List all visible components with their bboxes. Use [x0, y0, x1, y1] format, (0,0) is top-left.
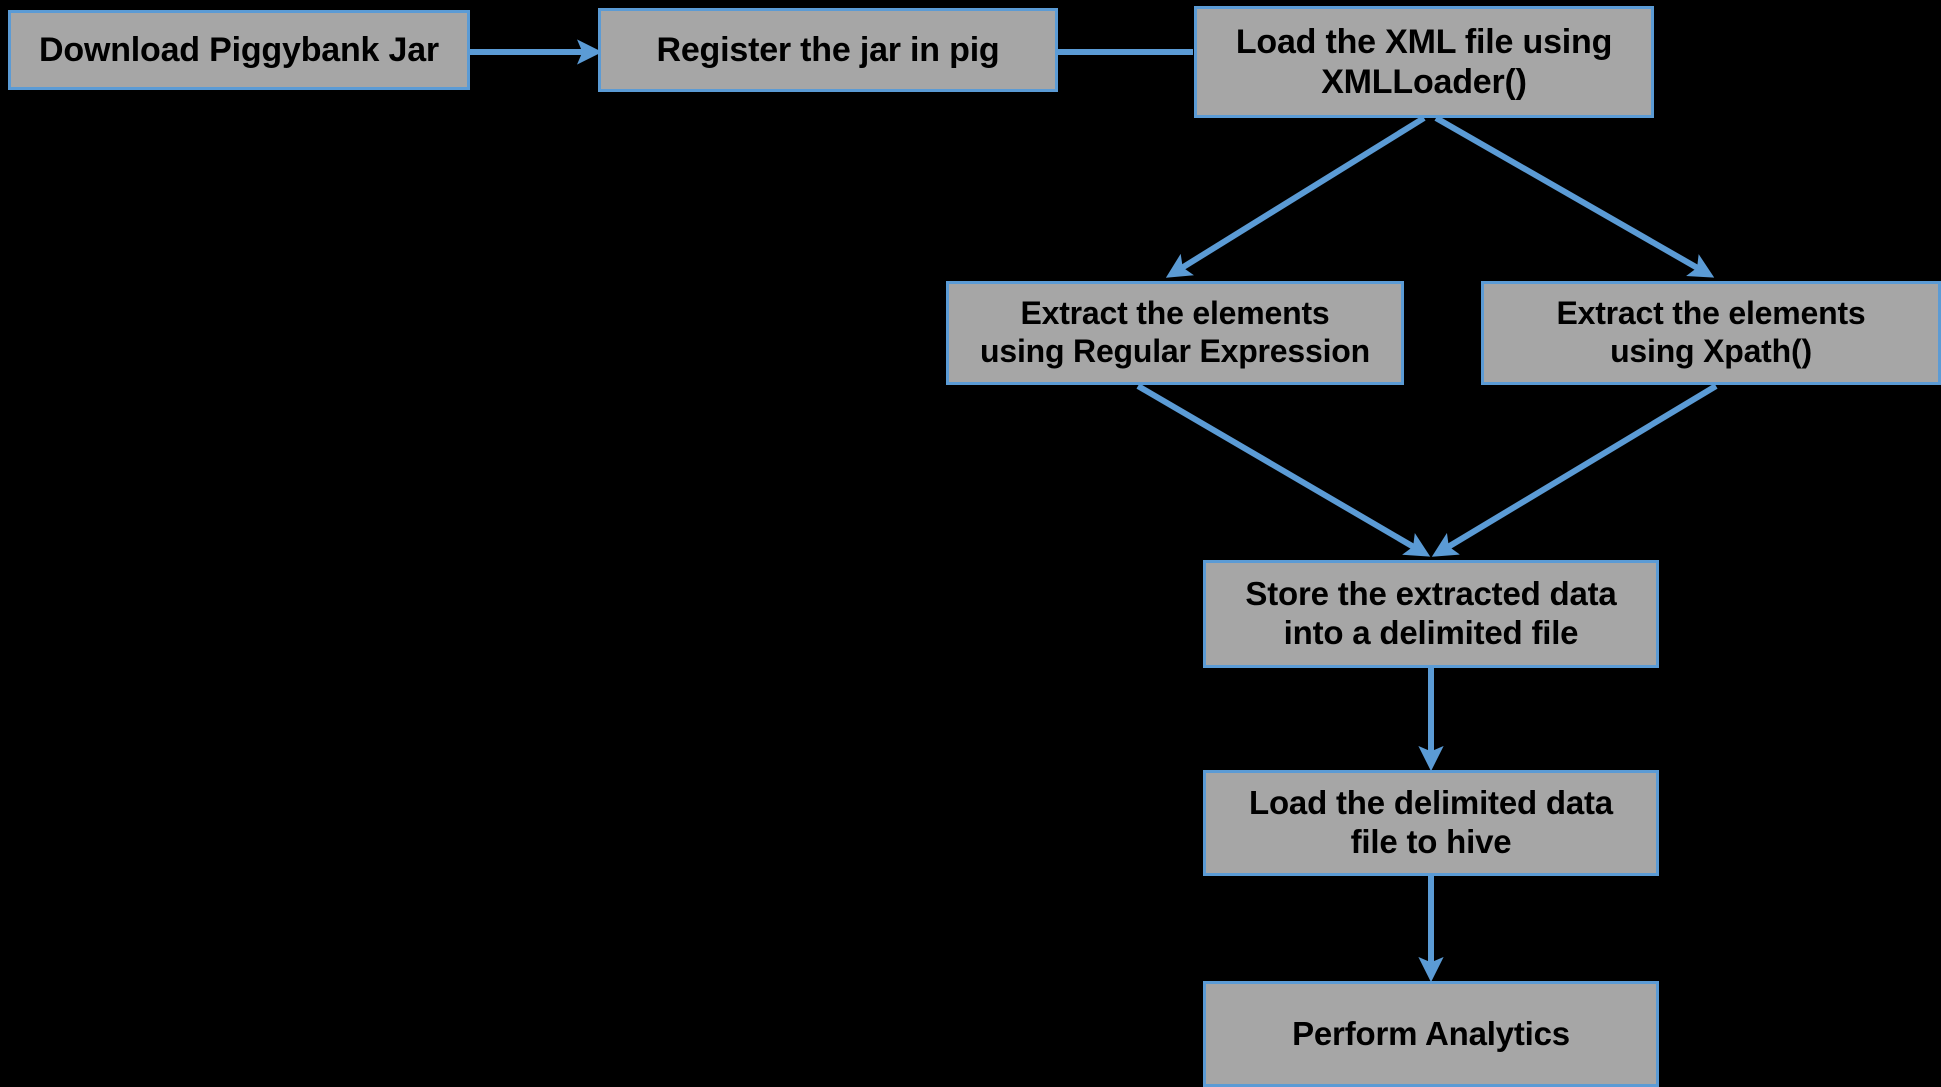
edge-loadxml-to-regex: [1165, 115, 1426, 278]
node-label: Extract the elements using Xpath(): [1556, 295, 1866, 369]
node-extract-elements-xpath[interactable]: Extract the elements using Xpath(): [1481, 281, 1941, 385]
node-extract-elements-regex[interactable]: Extract the elements using Regular Expre…: [946, 281, 1404, 385]
node-store-extracted-data[interactable]: Store the extracted data into a delimite…: [1203, 560, 1659, 668]
edge-loadxml-to-xpath: [1434, 115, 1715, 278]
node-perform-analytics[interactable]: Perform Analytics: [1203, 981, 1659, 1087]
node-label: Register the jar in pig: [656, 30, 1000, 69]
edge-regex-to-store: [1136, 383, 1431, 557]
node-label: Load the delimited data file to hive: [1249, 784, 1613, 860]
node-load-delimited-data-to-hive[interactable]: Load the delimited data file to hive: [1203, 770, 1659, 876]
edge-xpath-to-store: [1431, 383, 1718, 557]
node-label: Extract the elements using Regular Expre…: [980, 295, 1370, 369]
node-label: Perform Analytics: [1292, 1014, 1570, 1052]
node-label: Store the extracted data into a delimite…: [1245, 575, 1617, 651]
node-register-jar-in-pig[interactable]: Register the jar in pig: [598, 8, 1058, 92]
node-label: Download Piggybank Jar: [39, 30, 439, 69]
node-download-piggybank-jar[interactable]: Download Piggybank Jar: [8, 10, 470, 90]
node-load-xml-file-xmlloader[interactable]: Load the XML file using XMLLoader(): [1194, 6, 1654, 118]
node-label: Load the XML file using XMLLoader(): [1235, 22, 1613, 101]
